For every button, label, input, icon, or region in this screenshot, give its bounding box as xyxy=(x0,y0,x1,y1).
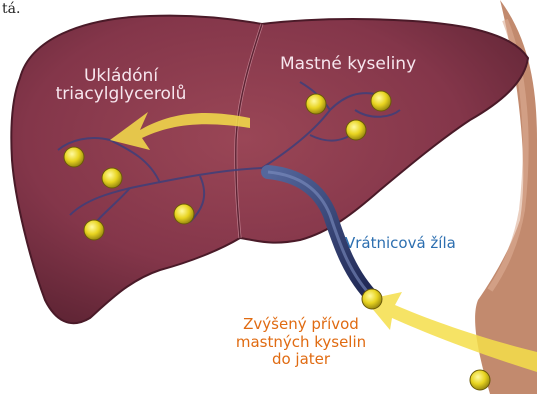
corner-text-fragment: tá. xyxy=(2,2,20,17)
supply-label: Zvýšený přívod mastných kyselin do jater xyxy=(226,316,376,369)
fatty-acids-label: Mastné kyseliny xyxy=(280,56,416,74)
storage-label: Ukládóní triacylglycerolů xyxy=(46,68,196,104)
supply-label-line3: do jater xyxy=(226,351,376,369)
supply-label-line2: mastných kyselin xyxy=(226,334,376,352)
storage-label-line2: triacylglycerolů xyxy=(46,86,196,104)
portal-vein-label: Vrátnicová žíla xyxy=(345,236,456,252)
supply-label-line1: Zvýšený přívod xyxy=(226,316,376,334)
